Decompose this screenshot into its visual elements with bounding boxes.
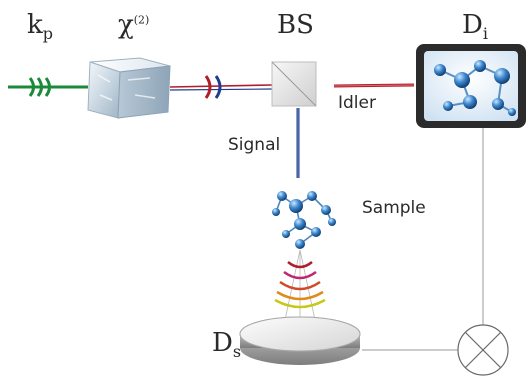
beamsplitter-label: BS [277, 10, 314, 40]
ice-cube-icon [87, 57, 171, 119]
multiplier-cross-icon [457, 324, 509, 376]
idler-detector-label: Di [462, 10, 488, 44]
sample-label: Sample [362, 198, 426, 218]
signal-label: Signal [228, 135, 281, 155]
beamsplitter-icon [271, 61, 317, 107]
signal-detector-label: Ds [212, 328, 242, 362]
pump-label: kp [27, 10, 54, 44]
molecule-icon [272, 191, 336, 249]
scattered-light-icon [274, 249, 326, 321]
coincidence-wires [362, 128, 484, 351]
idler-label: Idler [338, 93, 376, 113]
pump-beam [8, 77, 88, 97]
crystal-label: χ(2) [118, 10, 150, 40]
signal-detector-icon [239, 316, 361, 365]
photon-pair-beams [169, 75, 273, 99]
idler-beam [333, 83, 415, 88]
molecule-screen-icon [416, 44, 526, 128]
